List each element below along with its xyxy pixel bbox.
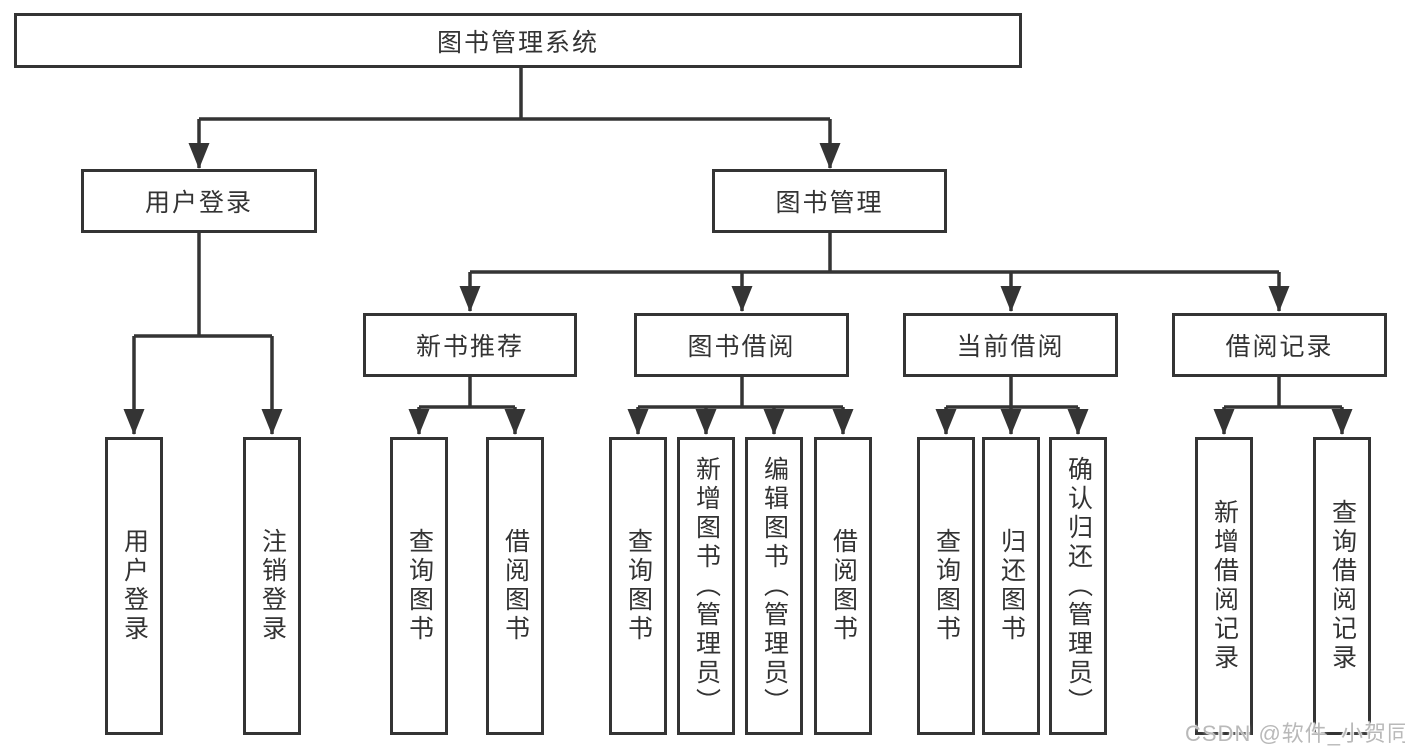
node-label: 归还图书 bbox=[997, 528, 1026, 644]
node-label: 编辑图书（管理员） bbox=[760, 455, 789, 717]
node-label: 查询图书 bbox=[405, 528, 434, 644]
node-label: 新书推荐 bbox=[415, 333, 524, 361]
leaf-logout: 注销登录 bbox=[243, 437, 301, 735]
node-label: 用户登录 bbox=[120, 528, 149, 644]
node-book-management: 图书管理 bbox=[712, 169, 947, 233]
leaf-add-borrow-record: 新增借阅记录 bbox=[1195, 437, 1253, 735]
leaf-query-books-current: 查询图书 bbox=[917, 437, 975, 735]
leaf-query-books-recommend: 查询图书 bbox=[390, 437, 448, 735]
node-book-borrowing: 图书借阅 bbox=[634, 313, 849, 377]
node-new-book-recommendation: 新书推荐 bbox=[363, 313, 577, 377]
csdn-watermark: CSDN @软件_小贺同学 bbox=[1185, 721, 1405, 746]
node-current-borrowing: 当前借阅 bbox=[903, 313, 1118, 377]
leaf-query-borrow-record: 查询借阅记录 bbox=[1313, 437, 1371, 735]
node-label: 查询图书 bbox=[624, 528, 653, 644]
leaf-borrow-books: 借阅图书 bbox=[814, 437, 872, 735]
node-label: 借阅记录 bbox=[1225, 333, 1334, 361]
node-label: 注销登录 bbox=[258, 528, 287, 644]
tree-branch-lines bbox=[134, 68, 1342, 409]
leaf-add-books-admin: 新增图书（管理员） bbox=[677, 437, 735, 735]
leaf-borrow-books-recommend: 借阅图书 bbox=[486, 437, 544, 735]
node-label: 新增图书（管理员） bbox=[692, 455, 721, 717]
tree-arrow-lines bbox=[123, 119, 1353, 435]
node-label: 当前借阅 bbox=[956, 333, 1065, 361]
leaf-user-login: 用户登录 bbox=[105, 437, 163, 735]
node-borrowing-records: 借阅记录 bbox=[1172, 313, 1387, 377]
node-label: 图书借阅 bbox=[687, 333, 796, 361]
node-label: 图书管理 bbox=[775, 189, 884, 217]
node-label: 用户登录 bbox=[144, 189, 253, 217]
node-label: 图书管理系统 bbox=[436, 28, 599, 57]
leaf-confirm-return-admin: 确认归还（管理员） bbox=[1049, 437, 1107, 735]
leaf-return-books: 归还图书 bbox=[982, 437, 1040, 735]
leaf-query-books-borrowing: 查询图书 bbox=[609, 437, 667, 735]
node-library-management-system: 图书管理系统 bbox=[14, 13, 1022, 68]
node-label: 借阅图书 bbox=[501, 528, 530, 644]
node-label: 查询图书 bbox=[932, 528, 961, 644]
node-label: 新增借阅记录 bbox=[1210, 499, 1239, 673]
node-label: 确认归还（管理员） bbox=[1064, 455, 1093, 717]
node-label: 借阅图书 bbox=[829, 528, 858, 644]
node-label: 查询借阅记录 bbox=[1328, 499, 1357, 673]
node-user-login: 用户登录 bbox=[81, 169, 317, 233]
leaf-edit-books-admin: 编辑图书（管理员） bbox=[745, 437, 803, 735]
